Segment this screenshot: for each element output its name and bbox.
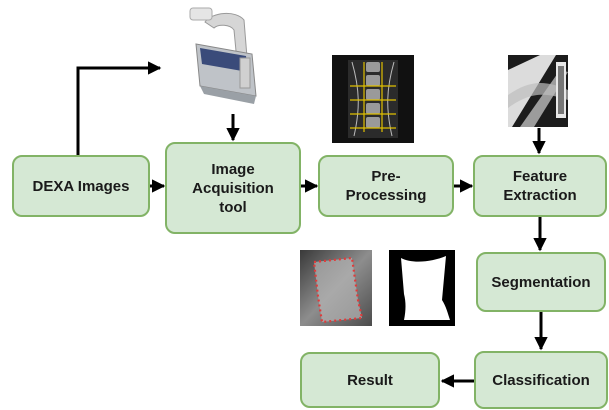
feature-extraction-node: Feature Extraction — [473, 155, 607, 217]
result-node: Result — [300, 352, 440, 408]
classification-label: Classification — [492, 371, 590, 389]
preprocessing-node: Pre- Processing — [318, 155, 454, 217]
preprocessing-label: Pre- Processing — [345, 168, 427, 204]
classification-node: Classification — [474, 351, 608, 409]
segmentation-node: Segmentation — [476, 252, 606, 312]
dexa-images-node: DEXA Images — [12, 155, 150, 217]
dexa-scanner-icon — [189, 7, 257, 104]
image-acquisition-label: Image Acquisition tool — [192, 160, 274, 216]
segmentation-mask-icon — [389, 250, 455, 326]
dexa-images-label: DEXA Images — [32, 177, 130, 195]
vertebra-contour-icon — [300, 250, 372, 326]
feature-extraction-label: Feature Extraction — [503, 168, 577, 204]
bone-feature-xray-icon — [508, 55, 568, 127]
image-acquisition-node: Image Acquisition tool — [165, 142, 301, 234]
arrow-dexa-to-scanner — [76, 61, 162, 155]
result-label: Result — [347, 371, 393, 389]
segmentation-label: Segmentation — [491, 273, 591, 291]
spine-xray-icon — [332, 55, 414, 143]
